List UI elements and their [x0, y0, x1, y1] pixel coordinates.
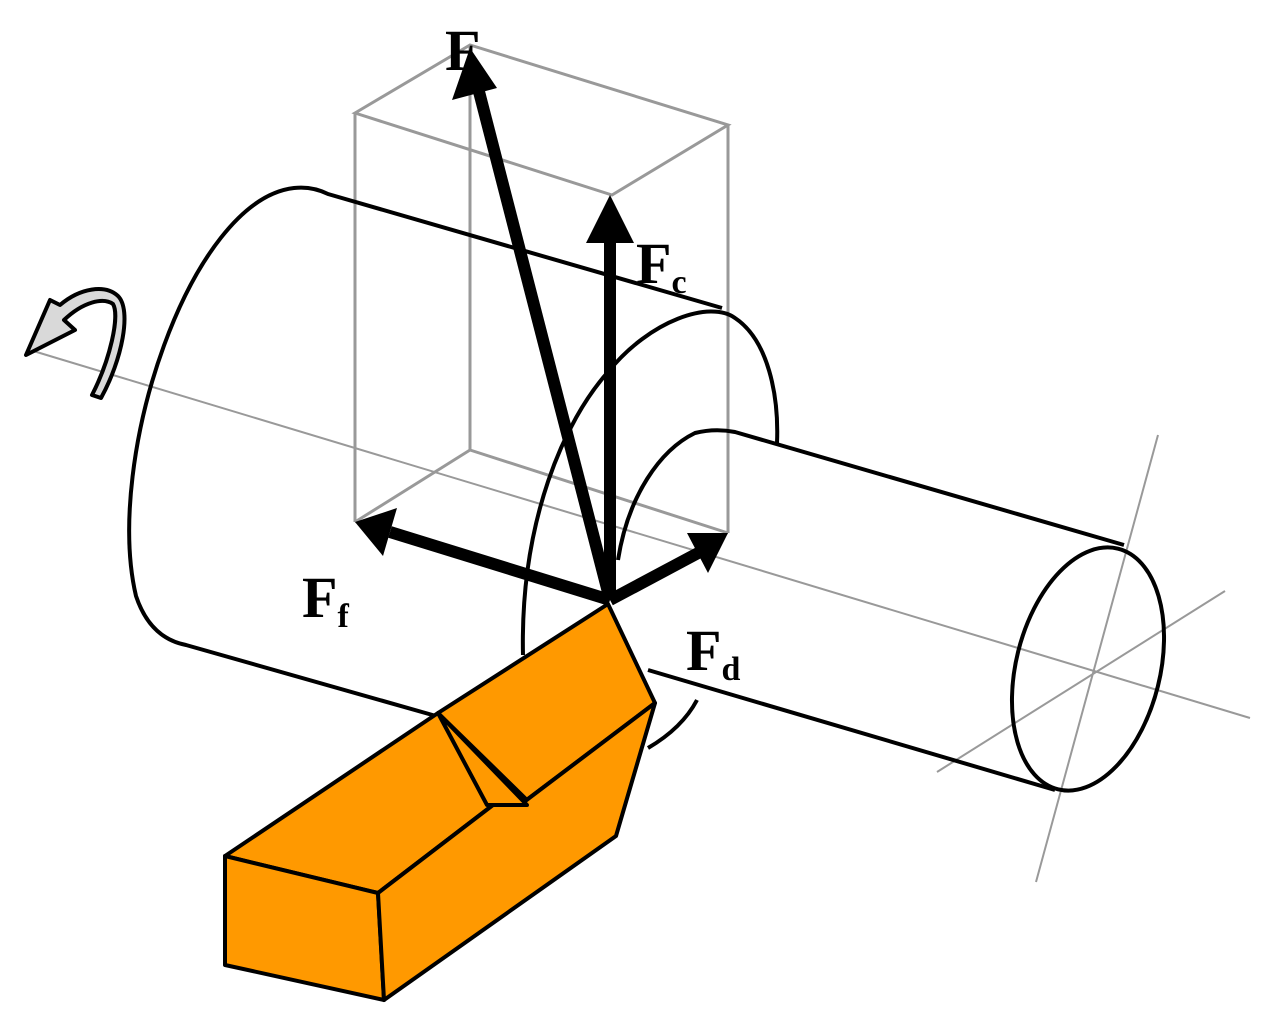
depth-force-arrowhead — [687, 533, 728, 573]
workpiece-large-body-outline — [127, 185, 723, 718]
resultant-force-label: F — [445, 18, 480, 83]
cutting-force-label-main: F — [636, 231, 671, 296]
force-box-bottom-back-left — [354, 448, 471, 524]
force-arrows — [355, 48, 728, 606]
resultant-force-arrowhead — [452, 48, 497, 100]
tool-chip-breaker-edge — [436, 711, 529, 802]
spindle-axis-line — [29, 349, 1251, 719]
cutting-force-label: Fc — [636, 231, 687, 301]
workpiece — [127, 185, 1167, 793]
force-box-top-face — [351, 43, 732, 197]
depth-force-label-subscript: d — [721, 651, 740, 688]
depth-force-label: Fd — [686, 618, 740, 688]
force-box-bottom-back-right — [469, 448, 729, 535]
end-face-vertical-axis — [1035, 434, 1159, 883]
workpiece-shoulder-face-lower — [520, 370, 610, 656]
cutting-tool — [223, 602, 657, 1002]
cutting-force-arrowhead — [586, 195, 634, 243]
force-box — [351, 43, 732, 535]
workpiece-end-face — [1009, 545, 1167, 793]
feed-force-arrow-shaft — [388, 526, 612, 606]
depth-force-arrow-shaft — [607, 546, 703, 606]
end-face-horizontal-axis — [936, 590, 1226, 773]
feed-force-label: Ff — [302, 565, 349, 635]
depth-force-label-main: F — [686, 618, 721, 683]
feed-force-arrowhead — [355, 508, 397, 556]
workpiece-shoulder-face-bottom — [646, 699, 699, 750]
resultant-force-arrow-shaft — [470, 78, 616, 602]
center-axis-lines — [29, 349, 1251, 883]
workpiece-small-cylinder-outline — [616, 428, 1125, 561]
workpiece-small-cylinder-bottom-edge — [647, 668, 1056, 792]
feed-force-label-subscript: f — [337, 598, 349, 635]
feed-force-label-main: F — [302, 565, 337, 630]
cutting-force-label-subscript: c — [671, 264, 686, 301]
workpiece-shoulder-face — [606, 309, 780, 444]
curved-arrow-icon — [24, 287, 127, 400]
